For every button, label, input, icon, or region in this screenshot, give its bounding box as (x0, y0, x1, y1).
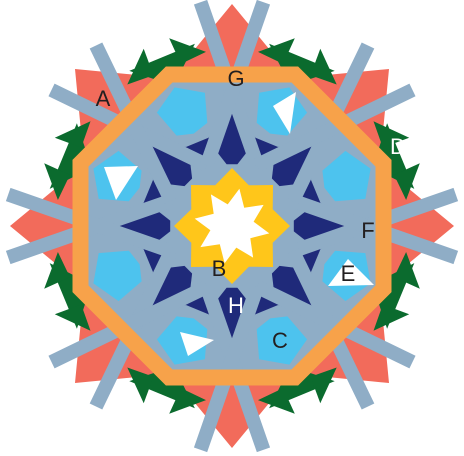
label-e: E (341, 261, 356, 286)
label-g: G (227, 66, 244, 91)
label-c: C (272, 328, 288, 353)
label-b: B (212, 256, 227, 281)
label-d: D (390, 134, 406, 159)
label-h: H (228, 293, 244, 318)
label-f: F (361, 218, 374, 243)
center-rosette (174, 168, 290, 284)
label-a: A (96, 86, 111, 111)
